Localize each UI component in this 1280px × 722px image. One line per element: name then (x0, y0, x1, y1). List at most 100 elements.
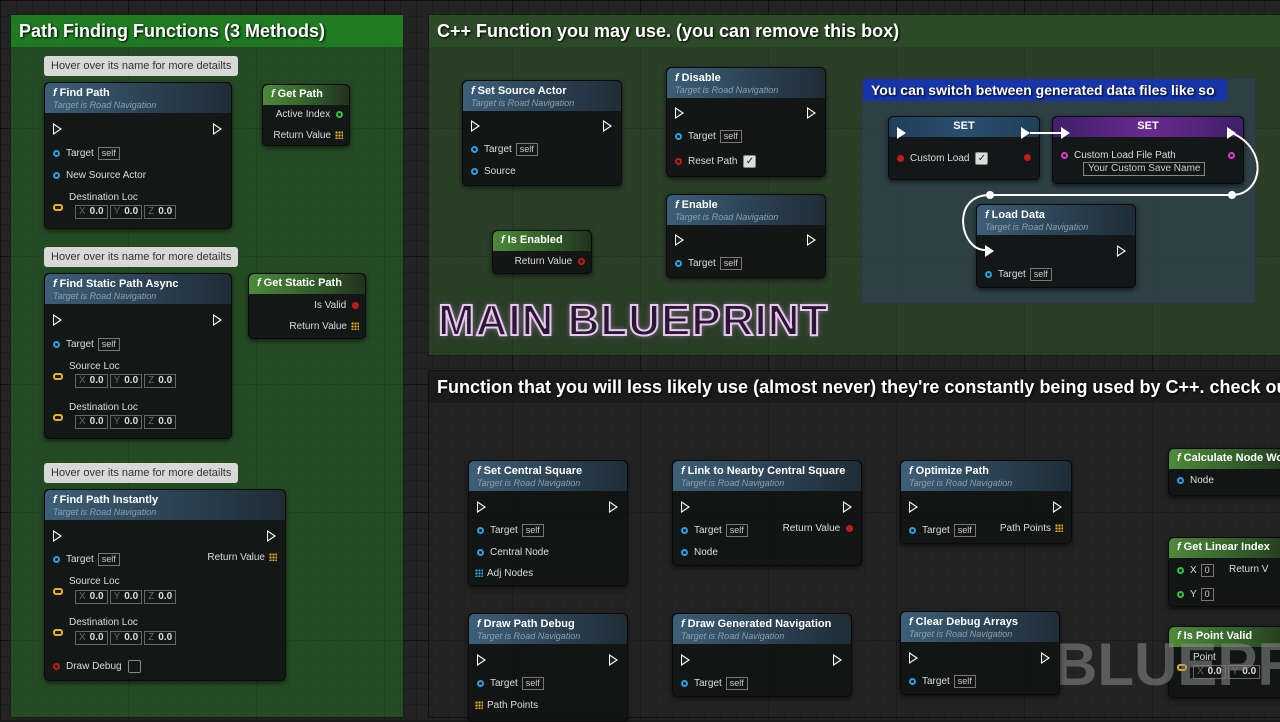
return-value-pin[interactable]: Return Value (273, 130, 343, 142)
struct-pin[interactable] (53, 371, 69, 383)
exec-out-pin[interactable] (267, 530, 276, 542)
exec-in-pin[interactable] (909, 501, 918, 513)
self-field[interactable]: self (953, 524, 976, 537)
exec-out-pin[interactable] (1117, 245, 1126, 257)
struct-pin[interactable] (53, 412, 69, 424)
y-field[interactable]: 0 (1200, 588, 1214, 601)
node-header[interactable]: SET (889, 117, 1039, 137)
path-points-pin[interactable]: Path Points (1000, 523, 1063, 535)
reset-path-checkbox[interactable]: ✓ (743, 155, 757, 168)
self-field[interactable]: self (953, 675, 976, 688)
struct-pin[interactable] (53, 627, 69, 639)
return-value-pin[interactable]: Return Value (289, 321, 359, 333)
return-value-pin[interactable]: Return V (1229, 564, 1268, 576)
adj-nodes-pin[interactable]: Adj Nodes (475, 568, 533, 580)
exec-in-pin[interactable] (477, 654, 486, 666)
self-field[interactable]: self (725, 524, 748, 537)
output-pin[interactable] (1228, 150, 1235, 162)
struct-pin[interactable] (53, 586, 69, 598)
exec-in-pin[interactable] (53, 314, 62, 326)
exec-in-pin[interactable] (897, 127, 906, 139)
active-index-pin[interactable]: Active Index (276, 109, 343, 121)
exec-out-pin[interactable] (843, 501, 852, 513)
return-value-pin[interactable]: Return Value (783, 523, 853, 535)
exec-out-pin[interactable] (1041, 652, 1050, 664)
self-field[interactable]: self (97, 147, 120, 160)
self-field[interactable]: self (97, 338, 120, 351)
exec-in-pin[interactable] (53, 123, 62, 135)
struct-pin[interactable] (1177, 662, 1193, 674)
custom-load-file-path-pin[interactable]: Custom Load File Path (1061, 150, 1176, 162)
node-pin[interactable]: Node (681, 547, 718, 559)
return-value-pin[interactable]: Return Value (207, 552, 277, 564)
return-value-pin[interactable]: Return Value (515, 256, 585, 268)
exec-out-pin[interactable] (1021, 127, 1030, 139)
exec-in-pin[interactable] (1061, 127, 1070, 139)
custom-load-pin[interactable]: Custom Load✓ (897, 152, 989, 165)
self-field[interactable]: self (719, 130, 742, 143)
x-field[interactable]: 0 (1200, 564, 1214, 577)
exec-in-pin[interactable] (675, 107, 684, 119)
exec-in-pin[interactable] (53, 530, 62, 542)
custom-load-file-path-field[interactable]: Your Custom Save Name (1083, 162, 1206, 176)
source-pin[interactable]: Source (471, 166, 516, 178)
self-field[interactable]: self (515, 143, 538, 156)
struct-pin[interactable] (53, 202, 69, 214)
exec-out-pin[interactable] (1053, 501, 1062, 513)
exec-in-pin[interactable] (471, 120, 480, 132)
exec-in-pin[interactable] (985, 245, 994, 257)
node-pin[interactable]: Node (1177, 475, 1214, 487)
central-node-pin[interactable]: Central Node (477, 547, 549, 559)
exec-in-pin[interactable] (909, 652, 918, 664)
custom-load-checkbox[interactable]: ✓ (975, 152, 989, 165)
exec-out-pin[interactable] (1227, 127, 1236, 139)
node-header[interactable]: SET (1053, 117, 1243, 137)
exec-out-pin[interactable] (213, 314, 222, 326)
exec-out-pin[interactable] (833, 654, 842, 666)
exec-in-pin[interactable] (675, 234, 684, 246)
